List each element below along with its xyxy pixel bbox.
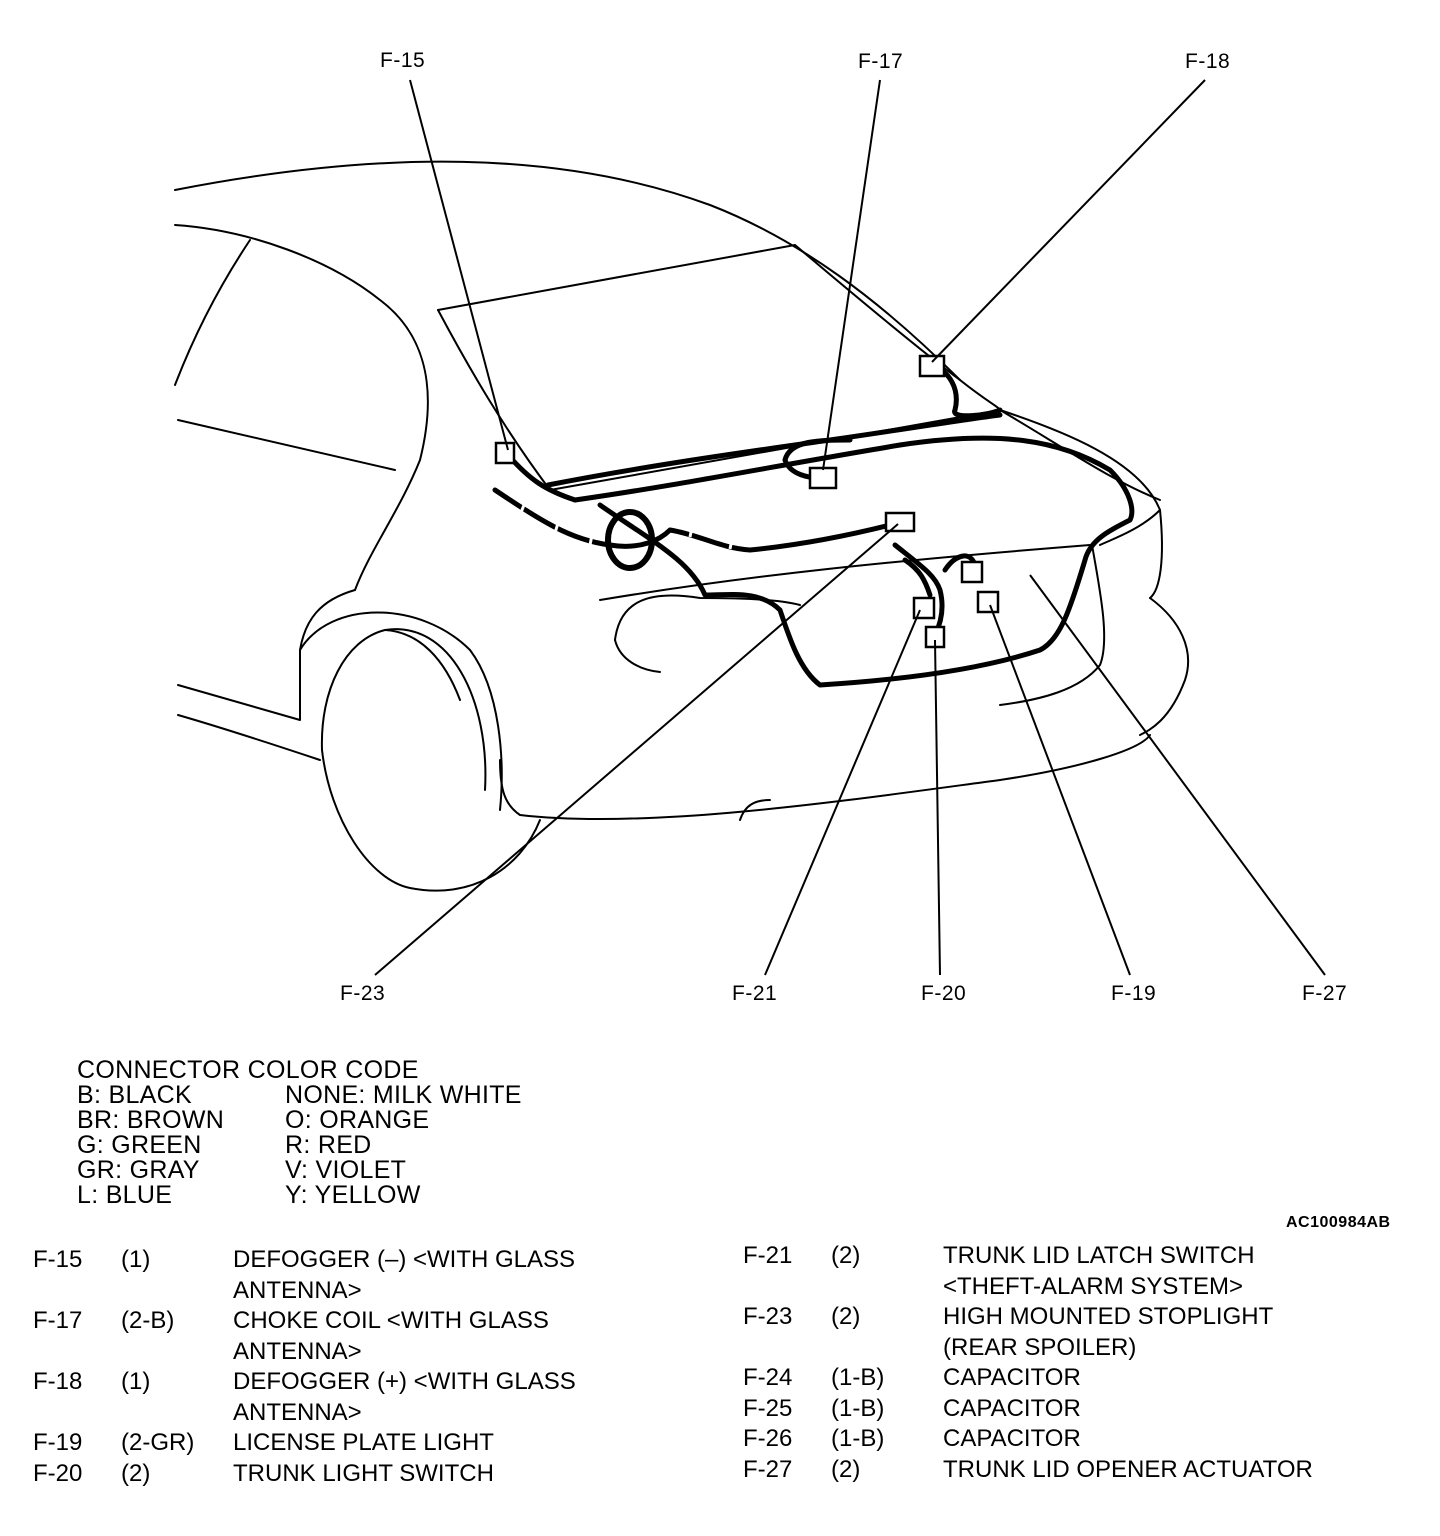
connector-entry: F-23(2)HIGH MOUNTED STOPLIGHT (REAR SPOI… [743, 1303, 1273, 1361]
connector-entry: F-27(2)TRUNK LID OPENER ACTUATOR [743, 1455, 1313, 1483]
harness-tape-stripes [518, 504, 734, 550]
connector-entry: F-17(2-B)CHOKE COIL <WITH GLASS ANTENNA> [33, 1307, 549, 1365]
connector-f18 [918, 354, 946, 378]
connector-table-left: F-15(1)DEFOGGER (–) <WITH GLASS ANTENNA>… [33, 1245, 643, 1489]
connector-f27 [960, 560, 984, 584]
connector-table-right: F-21(2)TRUNK LID LATCH SWITCH <THEFT-ALA… [743, 1241, 1353, 1485]
connector-blocks [494, 354, 1000, 649]
wiring-harness [492, 362, 1135, 688]
connector-entry: F-15(1)DEFOGGER (–) <WITH GLASS ANTENNA> [33, 1246, 576, 1304]
callout-f20: F-20 [921, 982, 967, 1005]
callout-f18: F-18 [1185, 50, 1231, 73]
callout-f19: F-19 [1111, 982, 1157, 1005]
harness-coil [605, 509, 655, 571]
leader-lines [374, 79, 1326, 976]
connector-f17 [808, 466, 838, 490]
connector-entry: F-26(1-B)CAPACITOR [743, 1425, 1081, 1452]
callout-f15: F-15 [380, 49, 426, 72]
connector-entry: F-24(1-B)CAPACITOR [743, 1364, 1081, 1391]
connector-f23 [884, 511, 916, 533]
connector-entry: F-18(1)DEFOGGER (+) <WITH GLASS ANTENNA> [33, 1368, 576, 1426]
connector-f15 [494, 441, 516, 465]
car-wiring-diagram [174, 79, 1326, 976]
connector-f19 [976, 590, 1000, 614]
callout-f17: F-17 [858, 50, 904, 73]
connector-entry: F-20(2)TRUNK LIGHT SWITCH [33, 1459, 494, 1487]
connector-entry: F-19(2-GR)LICENSE PLATE LIGHT [33, 1429, 494, 1456]
callout-f27: F-27 [1302, 982, 1348, 1005]
callout-f23: F-23 [340, 982, 386, 1005]
legend-title: CONNECTOR COLOR CODE [77, 1056, 419, 1084]
callout-f21: F-21 [732, 982, 778, 1005]
connector-entry: F-21(2)TRUNK LID LATCH SWITCH <THEFT-ALA… [743, 1242, 1255, 1300]
connector-entry: F-25(1-B)CAPACITOR [743, 1394, 1081, 1422]
car-body-outline [174, 160, 1190, 892]
figure-id: AC100984AB [1286, 1214, 1391, 1231]
